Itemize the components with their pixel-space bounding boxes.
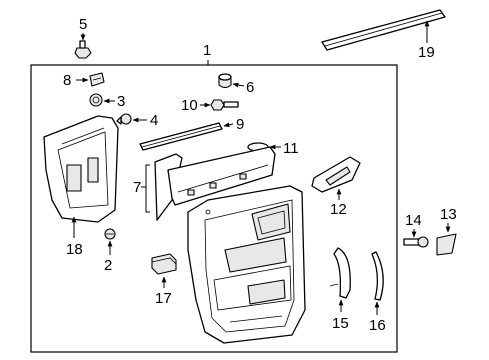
callout-14[interactable]: 14 [405, 212, 422, 238]
callout-2[interactable]: 2 [104, 240, 113, 274]
svg-text:2: 2 [104, 257, 112, 274]
svg-text:13: 13 [440, 206, 457, 223]
callout-8[interactable]: 8 [63, 72, 89, 89]
svg-text:17: 17 [155, 290, 172, 307]
callout-6[interactable]: 6 [232, 79, 254, 96]
svg-text:16: 16 [369, 317, 386, 334]
part-5-screw [74, 40, 92, 59]
callout-5[interactable]: 5 [79, 16, 87, 41]
svg-text:1: 1 [203, 42, 211, 59]
part-9-weatherstrip [139, 122, 223, 151]
callout-15[interactable]: 15 [332, 299, 349, 332]
svg-text:15: 15 [332, 315, 349, 332]
part-3-plug [89, 93, 103, 107]
svg-text:12: 12 [330, 201, 347, 218]
callout-13[interactable]: 13 [440, 206, 457, 233]
part-13-cover [436, 233, 457, 256]
part-17-clip [151, 253, 177, 275]
svg-text:18: 18 [66, 241, 83, 258]
callout-7[interactable]: 7 [133, 164, 150, 213]
svg-text:9: 9 [236, 116, 244, 133]
callout-19[interactable]: 19 [418, 20, 435, 61]
svg-text:14: 14 [405, 212, 422, 229]
assembly-frame [30, 64, 398, 353]
svg-text:6: 6 [246, 79, 254, 96]
part-7-upper-trim [154, 146, 276, 221]
callout-12[interactable]: 12 [330, 188, 347, 218]
svg-text:19: 19 [418, 44, 435, 61]
callout-4[interactable]: 4 [132, 112, 158, 129]
part-18-inner-panel [43, 115, 119, 223]
part-1-door-trim-panel [187, 185, 306, 344]
part-19-belt-molding [321, 9, 446, 51]
svg-text:5: 5 [79, 16, 87, 33]
svg-text:8: 8 [63, 72, 71, 89]
callout-11[interactable]: 11 [269, 140, 299, 157]
part-16-trim-strip [371, 251, 384, 301]
callout-1[interactable]: 1 [203, 42, 211, 65]
svg-text:3: 3 [117, 93, 125, 110]
svg-text:11: 11 [283, 140, 299, 157]
part-12-handle-bezel [311, 156, 361, 193]
svg-text:4: 4 [150, 112, 158, 129]
part-8-clip [89, 72, 105, 87]
callout-3[interactable]: 3 [103, 93, 125, 110]
callout-18[interactable]: 18 [66, 216, 83, 258]
svg-text:10: 10 [181, 97, 198, 114]
part-10-bolt [210, 99, 239, 111]
part-4-push-pin [116, 113, 132, 125]
callout-9[interactable]: 9 [223, 116, 244, 133]
part-14-bolt [403, 236, 429, 248]
callout-16[interactable]: 16 [369, 301, 386, 334]
callout-17[interactable]: 17 [155, 276, 172, 307]
part-6-cap [218, 73, 232, 89]
callout-10[interactable]: 10 [181, 97, 211, 114]
part-15-pull-handle [329, 247, 351, 299]
svg-text:7: 7 [133, 179, 141, 196]
part-2-screw [104, 228, 116, 240]
